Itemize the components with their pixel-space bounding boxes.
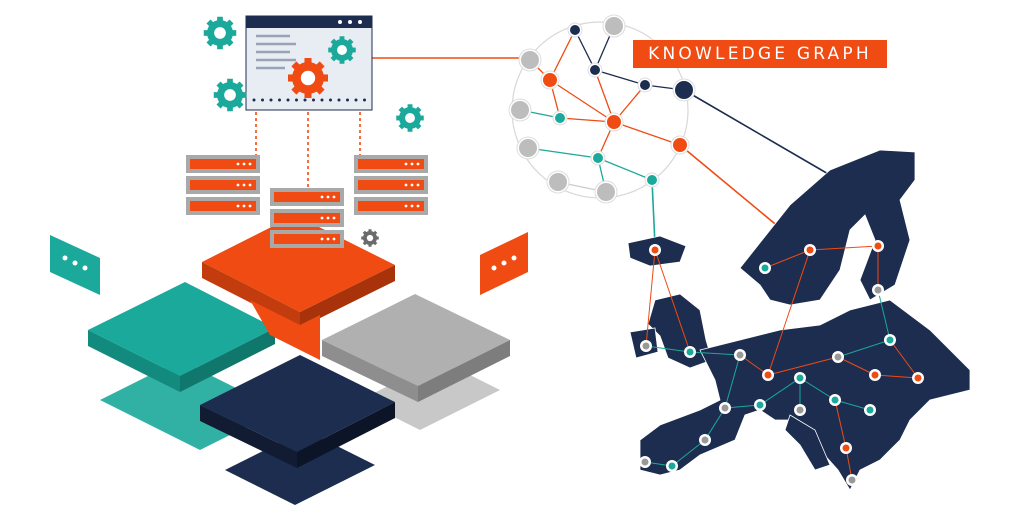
map-edge — [689, 351, 741, 356]
map-edge — [704, 407, 726, 441]
map-edge — [671, 439, 706, 467]
gear-icon — [203, 16, 237, 50]
map-edge — [767, 249, 811, 376]
map-edge — [799, 377, 836, 401]
gear-icon — [328, 36, 356, 64]
gear-icon — [396, 104, 424, 132]
map-network — [639, 240, 924, 486]
europe-map — [627, 149, 971, 491]
map-edge — [645, 345, 691, 353]
map-edge — [759, 377, 801, 406]
connector-lines — [255, 57, 831, 246]
gear-icon — [288, 58, 328, 98]
map-edge — [645, 249, 656, 347]
puzzle-orange — [202, 215, 395, 360]
server-rack-icon — [354, 155, 428, 215]
map-edge — [764, 249, 811, 269]
graph-edge — [597, 157, 653, 181]
chat-bubble-icon — [480, 232, 528, 295]
map-edge — [874, 374, 919, 379]
gear-icon — [361, 229, 379, 247]
knowledge-graph — [508, 14, 696, 204]
gear-icon — [213, 78, 247, 112]
graph-edge — [613, 121, 681, 146]
knowledge-graph-label: KNOWLEDGE GRAPH — [633, 40, 887, 68]
map-edge — [724, 354, 741, 409]
server-rack-icon — [270, 188, 344, 248]
graph-edge — [549, 79, 615, 123]
graph-edge — [594, 69, 646, 86]
chat-bubble-icon — [50, 235, 100, 295]
map-edge — [767, 356, 839, 376]
map-edge — [834, 399, 847, 449]
map-edge — [877, 289, 891, 341]
graph-edge — [527, 147, 599, 159]
map-edge — [837, 356, 876, 376]
server-rack-icon — [186, 155, 260, 215]
map-edge — [834, 399, 871, 411]
server-racks — [186, 155, 428, 248]
map-edge — [889, 339, 919, 379]
map-edge — [837, 339, 891, 358]
map-edge — [809, 245, 879, 251]
map-edge — [654, 249, 691, 353]
puzzle-navy — [200, 355, 395, 505]
